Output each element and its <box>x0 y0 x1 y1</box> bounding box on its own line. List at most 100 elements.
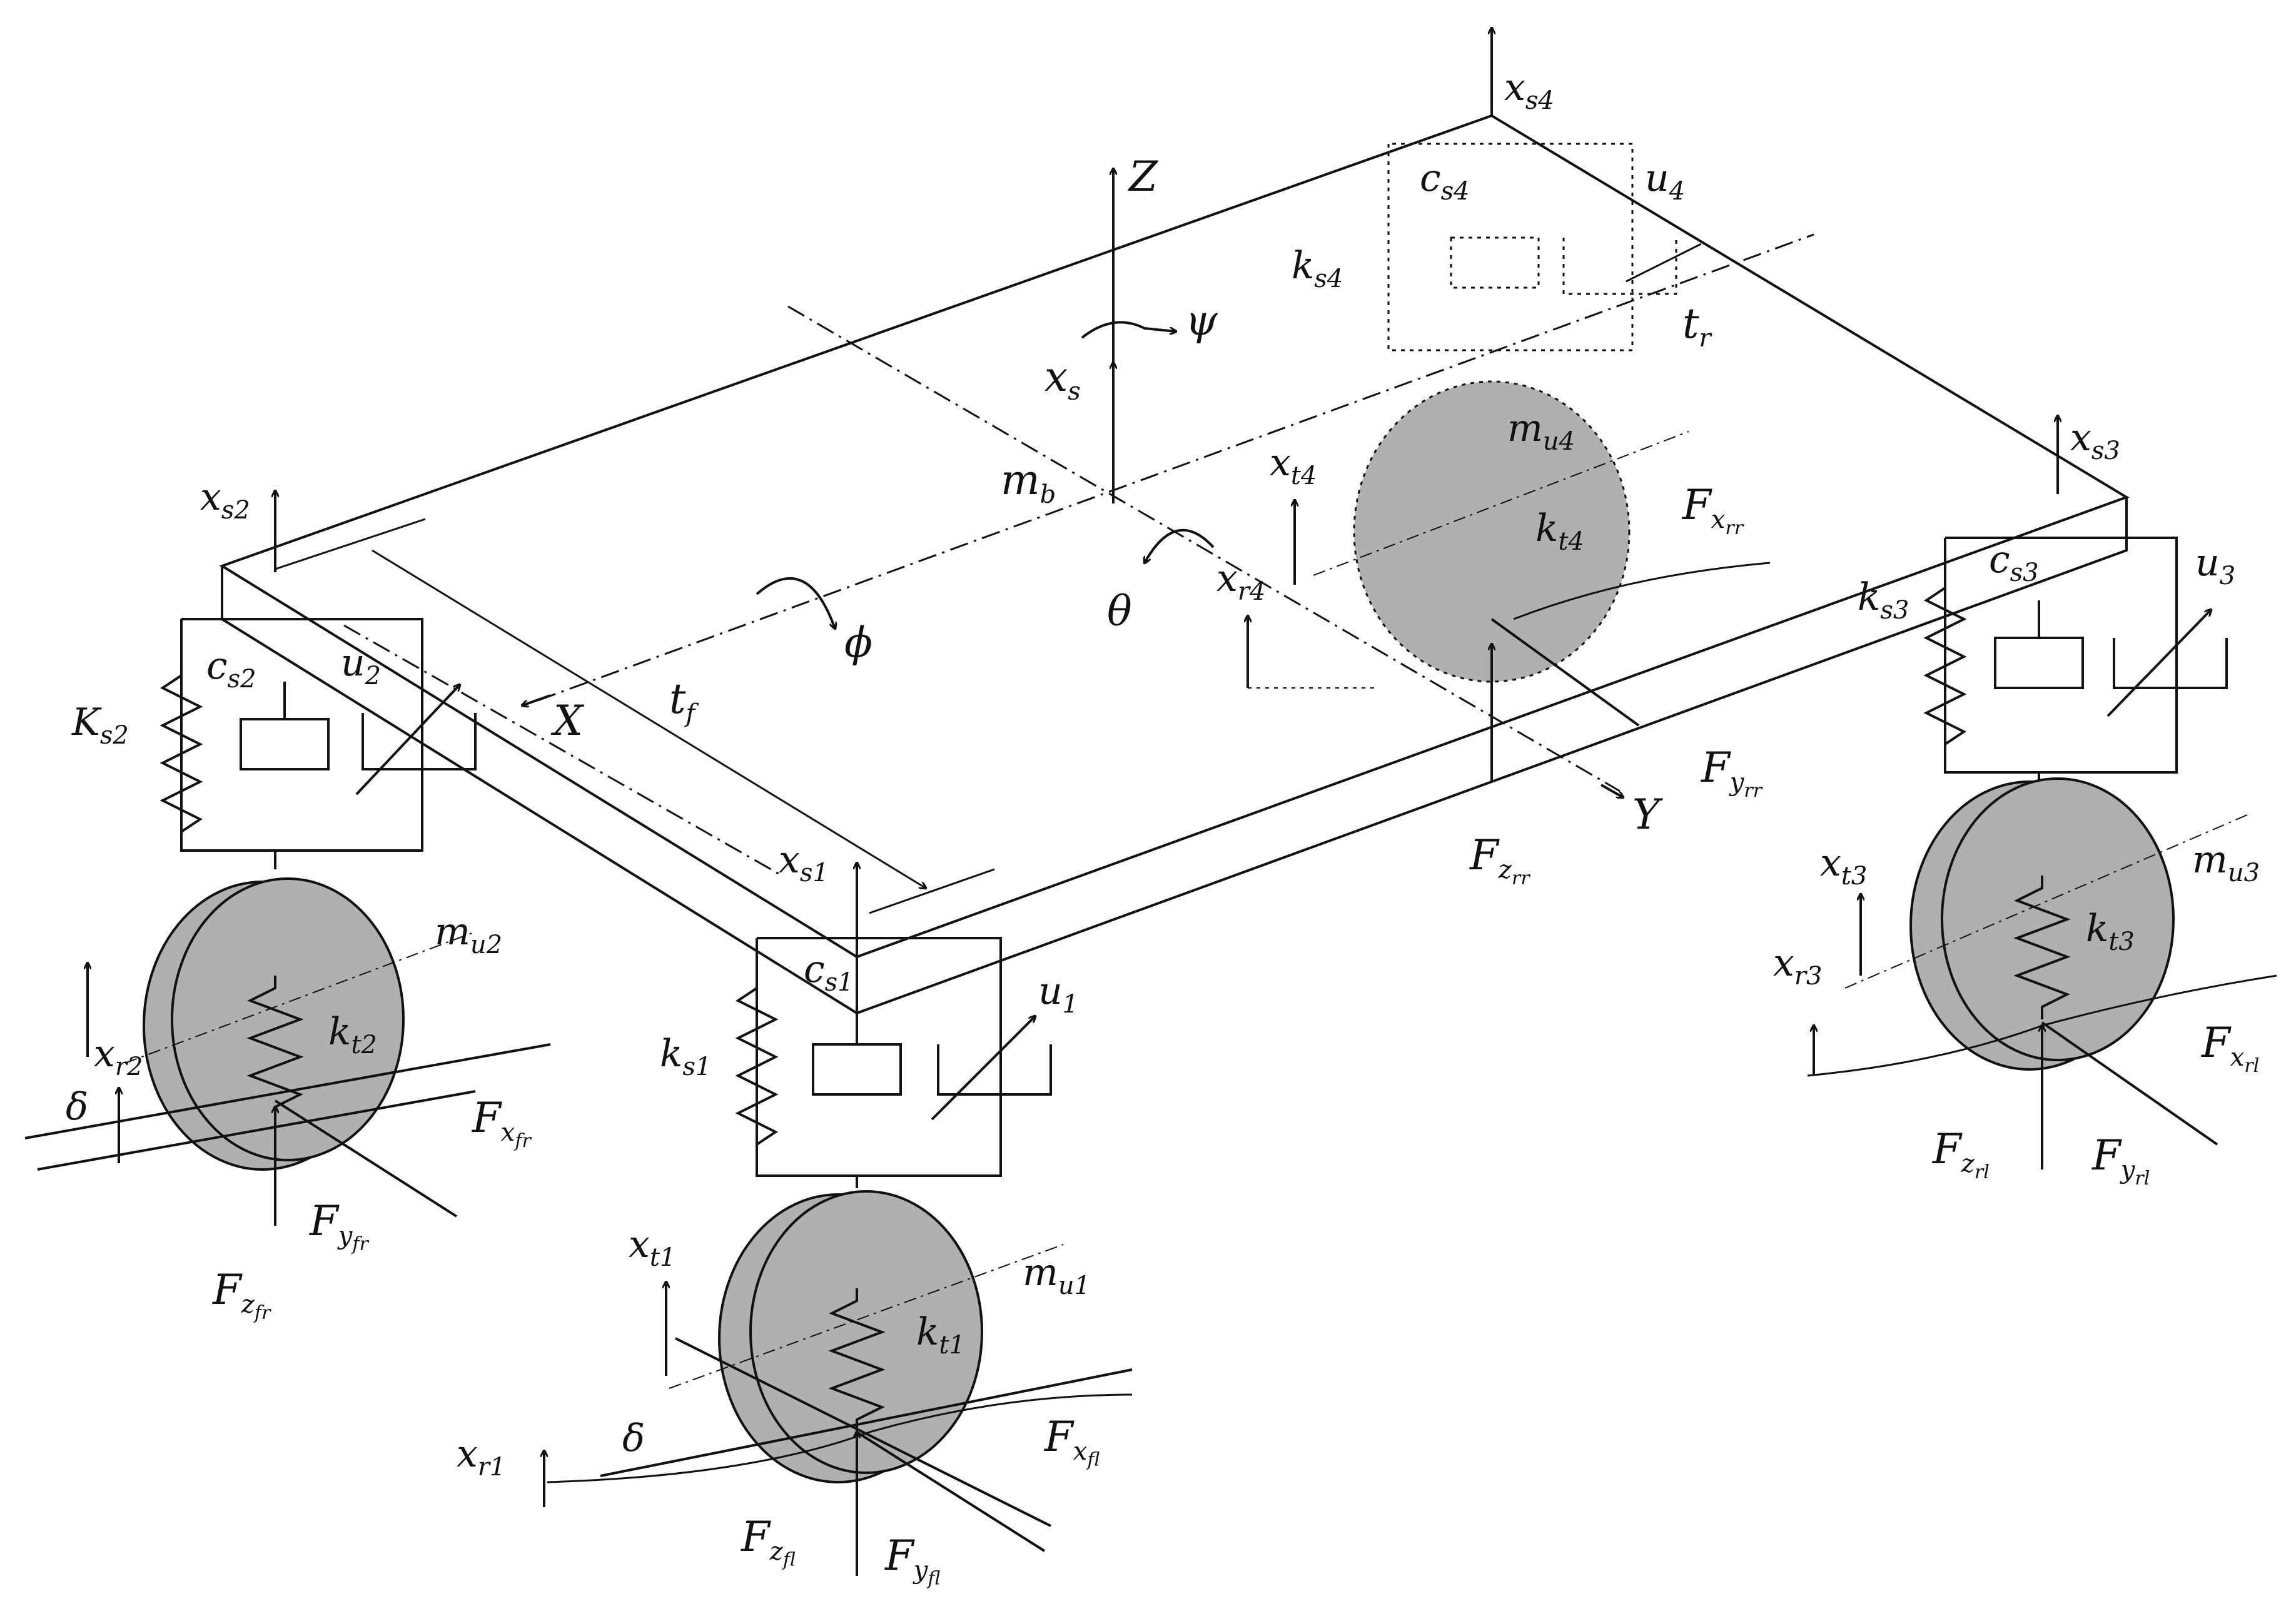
label-fx-fr: Fxfr <box>472 1094 532 1152</box>
label-u1: u1 <box>1038 969 1078 1019</box>
wheel-mu4 <box>1353 380 1631 683</box>
label-fz-fr: Fzfr <box>212 1266 271 1324</box>
wheel-axis-3 <box>1844 812 2252 989</box>
label-mb: mb <box>1001 456 1056 509</box>
wheel-mu2-front <box>171 877 405 1161</box>
damper-cs3 <box>1994 637 2084 689</box>
ground-line-fr-2 <box>37 1090 476 1171</box>
axis-arrows <box>522 169 1623 797</box>
body-side-face-front <box>221 566 858 1016</box>
active-damper-u1 <box>937 1044 1052 1096</box>
x-axis-arrow <box>522 694 551 705</box>
tire-spring-kt1 <box>828 1288 886 1432</box>
front-track-line <box>343 624 782 877</box>
label-cs3: cs3 <box>1989 538 2039 587</box>
spring-ks2 <box>159 663 203 851</box>
label-xs: xs <box>1044 353 1081 406</box>
ground-line-fr <box>24 1043 551 1139</box>
label-xt1: xt1 <box>629 1223 675 1272</box>
label-fz-rr: Fzrr <box>1469 831 1530 889</box>
label-xr2: xr2 <box>94 1032 143 1081</box>
longitudinal-axis-x <box>537 233 1814 702</box>
label-fz-rl: Fzrl <box>1932 1125 1990 1183</box>
label-xr1: xr1 <box>457 1432 505 1482</box>
label-u2: u2 <box>341 641 381 690</box>
active-damper-arrow-3 <box>2106 610 2211 717</box>
label-xr3: xr3 <box>1773 941 1822 991</box>
active-damper-u4 <box>1562 238 1677 295</box>
label-u4: u4 <box>1645 156 1685 206</box>
wheel-axis-2 <box>124 931 476 1064</box>
phi-rotation-arrow <box>756 577 835 629</box>
corner-front-left <box>544 863 1133 1576</box>
road-profile-fl <box>547 1393 1133 1483</box>
road-profile-rr <box>1513 562 1771 620</box>
tf-end-tick-1 <box>275 518 426 570</box>
hidden-strut-4 <box>1387 143 1677 351</box>
ground-line-fl <box>600 1368 1133 1477</box>
label-fy-fr: Fyfr <box>309 1197 370 1255</box>
label-fy-rl: Fyrl <box>2091 1131 2150 1189</box>
label-ks4: ks4 <box>1292 244 1343 293</box>
label-delta2: δ <box>66 1085 88 1129</box>
label-u3: u3 <box>2195 541 2235 590</box>
labels: Z X Y ψ ϕ θ xs mb tf tr xs1 xs2 xs3 xs4 … <box>66 66 2260 1590</box>
track-dimensions <box>275 243 1702 914</box>
lateral-axis-y <box>787 305 1621 792</box>
body-axes <box>343 233 1814 877</box>
label-psi: ψ <box>1185 296 1218 345</box>
damper-cs2 <box>240 718 330 770</box>
y-axis-arrow <box>1601 784 1623 797</box>
label-ks1: ks1 <box>660 1032 711 1081</box>
label-x: X <box>550 697 585 745</box>
tire-spring-kt2 <box>246 976 304 1113</box>
tf-end-tick-2 <box>869 868 995 914</box>
label-kt1: kt1 <box>916 1310 965 1360</box>
fy-rr-line <box>1490 618 1640 727</box>
label-y: Y <box>1632 790 1663 839</box>
psi-rotation-arrow <box>1081 321 1176 339</box>
damper-cs4 <box>1450 236 1540 289</box>
label-cs1: cs1 <box>804 947 854 997</box>
body-top-face <box>219 114 2130 959</box>
label-xs4: xs4 <box>1504 66 1554 115</box>
label-kt4: kt4 <box>1535 507 1584 556</box>
label-xs1: xs1 <box>779 838 829 887</box>
label-xt4: xt4 <box>1270 441 1317 490</box>
label-tf: tf <box>669 675 699 728</box>
label-mu3: mu3 <box>2192 838 2260 887</box>
label-cs2: cs2 <box>206 644 256 694</box>
strut-frame-3 <box>1944 537 2178 774</box>
label-mu1: mu1 <box>1023 1251 1090 1300</box>
label-xr4: xr4 <box>1216 557 1265 606</box>
fy-rl-line <box>2041 1021 2218 1146</box>
damper-cs1 <box>812 1043 902 1096</box>
wheel-mu3-front <box>1941 777 2175 1061</box>
label-kt3: kt3 <box>2086 907 2135 956</box>
label-mu4: mu4 <box>1507 407 1575 456</box>
label-xs2: xs2 <box>200 475 250 525</box>
label-tr: tr <box>1682 300 1713 353</box>
theta-rotation-arrow <box>1145 528 1215 563</box>
spring-ks3 <box>1923 575 1967 772</box>
label-ks2: Ks2 <box>71 700 129 750</box>
corner-rear-left <box>1807 416 2277 1169</box>
label-theta: θ <box>1107 587 1132 635</box>
label-delta1: δ <box>622 1417 645 1460</box>
active-damper-arrow-1 <box>931 1016 1035 1121</box>
label-phi: ϕ <box>844 619 872 667</box>
strut-frame-4 <box>1387 143 1634 351</box>
label-fz-fl: Fzfl <box>741 1513 796 1571</box>
label-ks3: ks3 <box>1858 575 1909 625</box>
active-damper-u3 <box>2113 638 2228 689</box>
fx-fl-line <box>675 1337 1051 1527</box>
label-fx-fl: Fxfl <box>1044 1413 1100 1471</box>
corner-rear-right <box>1248 28 1771 782</box>
wheel-mu1-front <box>749 1190 983 1474</box>
label-z: Z <box>1128 153 1158 201</box>
label-mu2: mu2 <box>435 910 502 959</box>
active-damper-arrow-2 <box>355 685 460 795</box>
label-fx-rr: Fxrr <box>1682 481 1744 539</box>
fy-fl-line <box>856 1431 1046 1552</box>
